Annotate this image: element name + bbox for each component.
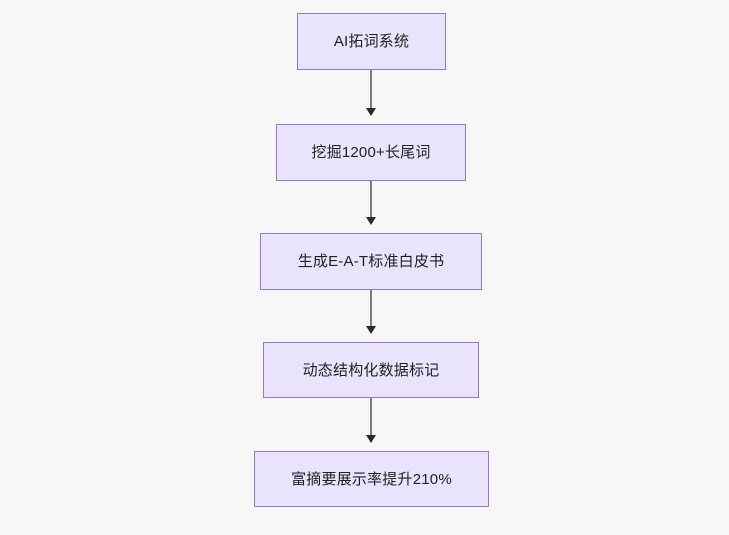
flow-node-label: AI拓词系统 <box>333 33 410 50</box>
edge-line <box>370 290 372 328</box>
flow-node-label: 动态结构化数据标记 <box>302 361 440 379</box>
flow-node-ai-keyword-system[interactable]: AI拓词系统 <box>297 13 446 70</box>
arrowhead-icon <box>366 435 376 443</box>
arrowhead-icon <box>366 217 376 225</box>
edge-line <box>370 398 372 437</box>
flow-node-rich-snippet-rate-increase[interactable]: 富摘要展示率提升210% <box>254 451 489 507</box>
flow-node-mine-longtail-keywords[interactable]: 挖掘1200+长尾词 <box>276 124 466 181</box>
arrowhead-icon <box>366 108 376 116</box>
flow-node-label: 富摘要展示率提升210% <box>291 470 452 488</box>
edge-line <box>370 70 372 110</box>
arrowhead-icon <box>366 326 376 334</box>
flow-node-label: 生成E-A-T标准白皮书 <box>297 253 445 270</box>
edge-line <box>370 181 372 219</box>
flow-node-label: 挖掘1200+长尾词 <box>311 144 431 161</box>
flow-node-dynamic-structured-data-markup[interactable]: 动态结构化数据标记 <box>263 342 479 398</box>
flow-node-generate-eat-whitepaper[interactable]: 生成E-A-T标准白皮书 <box>260 233 482 290</box>
